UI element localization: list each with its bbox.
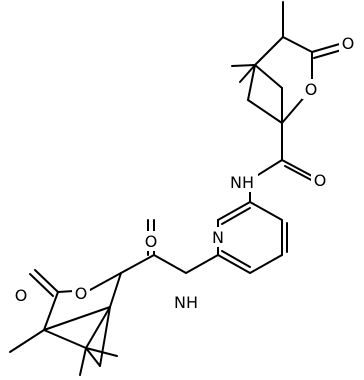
atom-label: O [75,284,88,303]
atom-nh-top: NH [226,172,258,192]
bond [282,36,313,53]
bond [281,159,313,177]
atom-nh-bottom: NH [170,292,202,312]
atom-labels: O O O NH N O NH O [12,33,357,312]
bond [217,201,251,221]
atom-label: N [212,228,224,247]
bond [284,165,316,183]
atom-label: O [342,34,355,53]
atom-label: NH [174,293,198,312]
atom-o-ketone-bottom: O [12,285,30,305]
bond [249,254,283,274]
bond [29,273,54,297]
bond [34,269,59,293]
bond [85,306,111,349]
atom-o-amide-top: O [311,170,329,190]
bond [249,201,283,221]
atom-n-pyridine: N [209,227,227,247]
bond [185,254,219,274]
bond [221,250,251,268]
bond [254,36,284,66]
bond [153,254,187,274]
bond [43,329,87,349]
bond [99,306,111,367]
atom-o-ketone-top: O [339,33,357,53]
atom-label: NH [230,173,254,192]
bond [89,272,122,291]
bond [217,254,251,274]
atom-o-amide-bottom: O [142,231,160,251]
bond [239,64,256,83]
bond [254,64,283,89]
atom-o-ring-top: O [302,79,320,99]
bond [9,329,45,353]
bond [43,306,111,331]
bond [109,272,122,308]
bond [43,291,59,331]
bond [247,64,256,101]
atom-o-ring-bottom: O [72,283,90,303]
atom-label: O [314,171,327,190]
bond [79,347,87,376]
bond [120,254,155,274]
atom-label: O [305,80,318,99]
bond [247,99,283,124]
bond [85,347,101,367]
atom-label: O [145,232,158,251]
bond-lines [9,1,346,376]
atom-label: O [15,286,28,305]
bond [221,207,251,225]
bond [231,64,256,67]
bond [311,42,344,53]
